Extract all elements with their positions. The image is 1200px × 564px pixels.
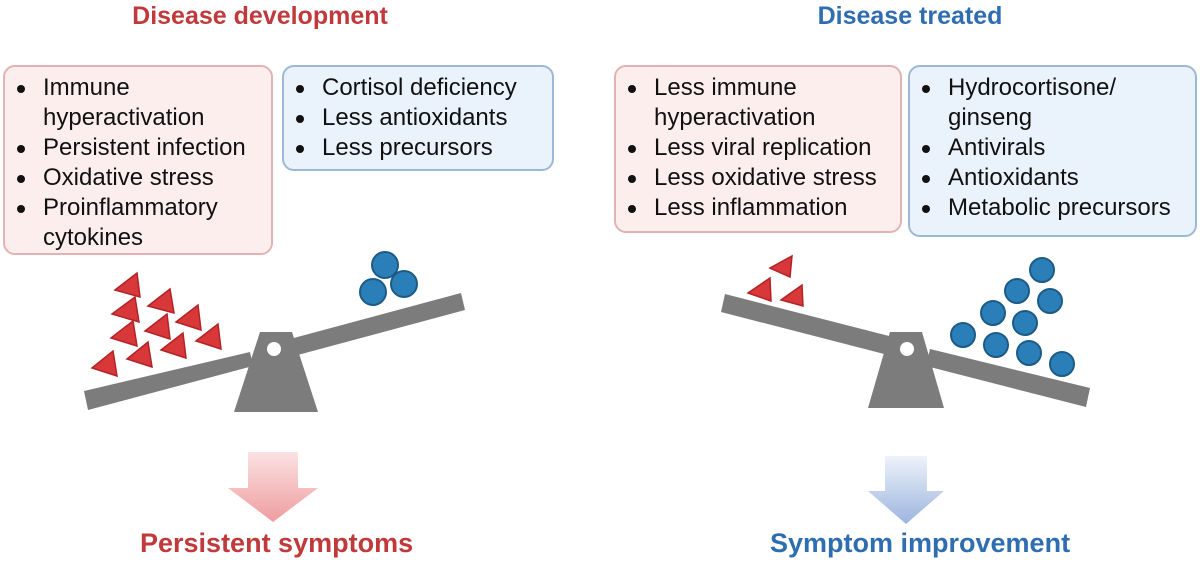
triangle-icon [746,276,772,303]
triangle-icon [194,322,222,351]
circle-icon [1012,310,1038,336]
list-item: Less viral replication [624,133,894,163]
list-item: Oxidative stress [13,163,265,193]
left-seesaw-icon [84,293,465,412]
list-item: Hydrocortisone/ ginseng [918,73,1189,133]
list-item: Less immune hyperactivation [624,73,894,133]
right-beam-right [926,349,1090,407]
triangle-icon [110,295,140,324]
left-causes-box: Immune hyperactivation Persistent infect… [3,65,273,255]
circle-icon [980,300,1006,326]
triangle-icon [146,287,175,315]
left-title: Disease development [132,2,388,30]
circle-icon [950,322,976,348]
left-deficits-list: Cortisol deficiency Less antioxidants Le… [292,73,546,163]
triangle-icon [109,319,138,348]
triangle-icon [159,331,187,360]
list-item: Less inflammation [624,193,894,223]
left-deficits-box: Cortisol deficiency Less antioxidants Le… [282,65,554,171]
right-effects-list: Less immune hyperactivation Less viral r… [624,73,894,223]
list-item: Proinflammatory cytokines [13,193,265,253]
right-triangles [746,254,804,307]
triangle-icon [125,340,153,369]
triangle-icon [90,349,118,378]
list-item: Persistent infection [13,133,265,163]
left-beam-right [290,293,465,356]
right-treatments-box: Hydrocortisone/ ginseng Antivirals Antio… [908,65,1197,237]
triangle-icon [768,254,793,279]
triangle-icon [113,271,141,299]
circle-icon [1029,257,1055,283]
circle-icon [983,332,1009,358]
right-treatments-list: Hydrocortisone/ ginseng Antivirals Antio… [918,73,1189,223]
left-circles [359,251,418,306]
right-down-arrow-icon [868,456,944,524]
list-item: Metabolic precursors [918,193,1189,223]
triangle-icon [779,283,804,307]
right-beam-left [721,294,893,355]
right-title: Disease treated [817,2,1003,30]
list-item: Less oxidative stress [624,163,894,193]
right-seesaw-icon [721,294,1090,408]
left-triangles [90,271,222,378]
circle-icon [371,251,399,279]
right-effects-box: Less immune hyperactivation Less viral r… [614,65,902,233]
right-pivot [900,342,914,356]
triangle-icon [174,303,202,332]
circle-icon [359,278,387,306]
right-outcome-label: Symptom improvement [770,528,1071,558]
circle-icon [1016,340,1042,366]
left-beam-left [84,352,253,410]
circle-icon [1037,288,1063,314]
list-item: Less antioxidants [292,103,546,133]
left-causes-list: Immune hyperactivation Persistent infect… [13,73,265,253]
circle-icon [390,270,418,298]
list-item: Cortisol deficiency [292,73,546,103]
circle-icon [1049,351,1075,377]
list-item: Immune hyperactivation [13,73,265,133]
triangle-icon [143,312,171,341]
left-down-arrow-icon [228,452,318,522]
left-pivot [267,342,281,356]
list-item: Antivirals [918,133,1189,163]
right-circles [950,257,1075,377]
list-item: Less precursors [292,133,546,163]
list-item: Antioxidants [918,163,1189,193]
circle-icon [1004,278,1030,304]
left-outcome-label: Persistent symptoms [140,528,414,558]
